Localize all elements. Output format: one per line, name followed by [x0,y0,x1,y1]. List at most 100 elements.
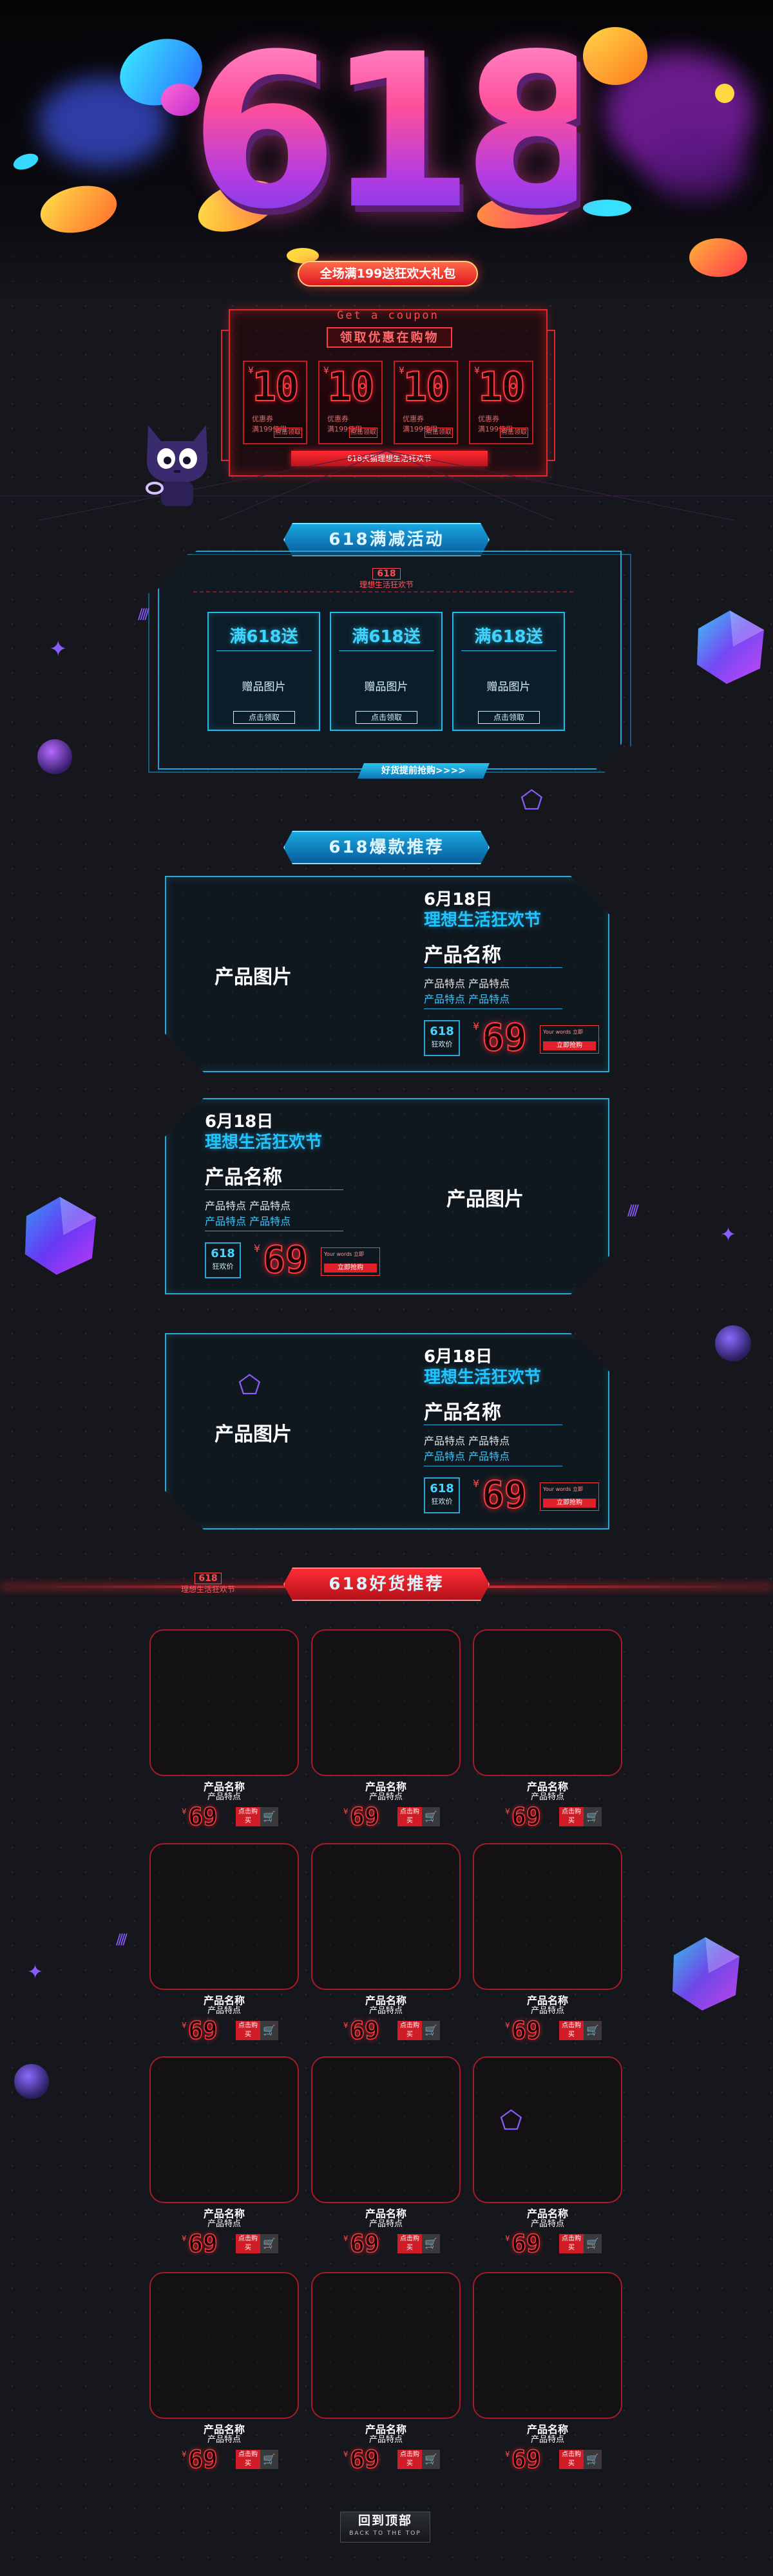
goods-feature: 产品特点 [530,2435,564,2445]
goods-buy-button[interactable]: 点击购买 [397,1807,422,1826]
goods-card-7[interactable] [149,2056,299,2203]
gem-purple-right-icon [673,1937,740,2011]
goods-feature: 产品特点 [207,1792,241,1802]
cart-icon[interactable]: 🛒 [584,1807,602,1826]
hero-promo-pill[interactable]: 全场满199送狂欢大礼包 [298,261,478,287]
goods-price: 69 [349,2229,379,2259]
goods-buy-button[interactable]: 点击购买 [236,2021,260,2040]
goods-buy-button[interactable]: 点击购买 [236,2450,260,2469]
buy-tag[interactable]: Your words 立即 立即抢购 [321,1247,380,1276]
goods-buy-button[interactable]: 点击购买 [236,2234,260,2253]
cart-icon[interactable]: 🛒 [422,2450,440,2469]
badge-label: 狂欢价 [212,1262,234,1271]
promo-divider [193,591,573,592]
goods-currency: ¥ [505,2021,510,2030]
goods-buy-button[interactable]: 点击购买 [559,2234,584,2253]
goods-card-6[interactable] [473,1843,622,1990]
cart-icon[interactable]: 🛒 [422,2021,440,2040]
buy-now-button[interactable]: 立即抢购 [324,1264,377,1273]
product-name: 产品名称 [424,944,501,967]
coupon-claim-button[interactable]: 点击领取 [425,428,453,438]
star-ornament-icon: ✦ [27,1961,44,1984]
goods-card-9[interactable] [473,2056,622,2203]
gift-claim-button[interactable]: 点击领取 [233,711,295,724]
hot-product-2[interactable]: 6月18日 理想生活狂欢节 产品名称 产品特点 产品特点 产品特点 产品特点 6… [165,1098,609,1294]
cart-icon[interactable]: 🛒 [584,2450,602,2469]
goods-price: 69 [349,1802,379,1832]
cart-icon[interactable]: 🛒 [584,2021,602,2040]
product-feature: 产品特点 产品特点 [205,1215,291,1227]
coupon-currency: ¥ [399,366,405,376]
goods-price: 69 [511,2016,541,2045]
gift-card-1[interactable]: 满618送 赠品图片 点击领取 [207,612,320,731]
goods-buy-button[interactable]: 点击购买 [559,2021,584,2040]
pentagon-ornament-icon: ⬠ [238,1370,261,1400]
coupon-claim-button[interactable]: 点击领取 [500,428,528,438]
goods-buy-button[interactable]: 点击购买 [236,1807,260,1826]
gift-card-image: 赠品图片 [242,681,286,694]
gift-claim-button[interactable]: 点击领取 [356,711,417,724]
buy-tag[interactable]: Your words 立即 立即抢购 [540,1482,599,1511]
cart-icon[interactable]: 🛒 [260,2450,278,2469]
cart-icon[interactable]: 🛒 [260,1807,278,1826]
cart-icon[interactable]: 🛒 [422,2234,440,2253]
product-date: 6月18日 [424,1347,493,1367]
goods-buy-button[interactable]: 点击购买 [559,2450,584,2469]
product-image: 产品图片 [215,966,292,989]
coupon-claim-button[interactable]: 点击领取 [274,428,302,438]
coupon-3[interactable]: ¥ 10 优惠券 满199使用 点击领取 [394,361,458,444]
goods-card-2[interactable] [311,1629,461,1776]
goods-name: 产品名称 [365,2423,406,2436]
goods-buy-button[interactable]: 点击购买 [397,2021,422,2040]
buy-now-button[interactable]: 立即抢购 [543,1041,596,1050]
hot-product-1[interactable]: 产品图片 6月18日 理想生活狂欢节 产品名称 产品特点 产品特点 产品特点 产… [165,876,609,1072]
goods-mini-top: 618 [195,1573,222,1584]
cart-icon[interactable]: 🛒 [584,2234,602,2253]
buy-tag-text: Your words 立即 [324,1251,364,1257]
coupon-4[interactable]: ¥ 10 优惠券 满199使用 点击领取 [469,361,533,444]
goods-buy-button[interactable]: 点击购买 [397,2450,422,2469]
goods-card-4[interactable] [149,1843,299,1990]
hot-product-3[interactable]: 产品图片 6月18日 理想生活狂欢节 产品名称 产品特点 产品特点 产品特点 产… [165,1333,609,1530]
goods-price: 69 [187,2229,218,2259]
goods-card-5[interactable] [311,1843,461,1990]
goods-card-1[interactable] [149,1629,299,1776]
goods-feature: 产品特点 [207,2435,241,2445]
coupon-1[interactable]: ¥ 10 优惠券 满199使用 点击领取 [243,361,307,444]
coupon-currency: ¥ [323,366,329,376]
blob-cyan-right [583,200,631,216]
goods-card-3[interactable] [473,1629,622,1776]
goods-buy-button[interactable]: 点击购买 [397,2234,422,2253]
goods-buy-button[interactable]: 点击购买 [559,1807,584,1826]
coupon-title: 领取优惠在购物 [327,327,452,348]
coupon-cond: 优惠券 [327,415,348,423]
coupon-claim-button[interactable]: 点击领取 [349,428,377,438]
gift-card-title: 满618送 [352,627,421,647]
badge-label: 狂欢价 [431,1040,453,1048]
goods-price: 69 [187,1802,218,1832]
goods-feature: 产品特点 [368,2219,403,2229]
star-ornament-icon: ✦ [720,1224,737,1246]
buy-tag[interactable]: Your words 立即 立即抢购 [540,1025,599,1054]
coupon-panel: Get a coupon 领取优惠在购物 ¥ 10 优惠券 满199使用 点击领… [221,309,555,477]
promo-footer-link[interactable]: 好货提前抢购>>>> [358,763,490,779]
goods-card-8[interactable] [311,2056,461,2203]
orb-purple-icon [715,1325,751,1361]
coupon-2[interactable]: ¥ 10 优惠券 满199使用 点击领取 [318,361,383,444]
hot-section-header: 618爆款推荐 [283,831,490,864]
back-to-top-button[interactable]: 回到顶部 BACK TO THE TOP [340,2512,430,2543]
paint-splash-right-2 [644,129,747,200]
buy-now-button[interactable]: 立即抢购 [543,1499,596,1508]
coupon-cond: 优惠券 [252,415,273,423]
goods-card-11[interactable] [311,2272,461,2419]
goods-card-12[interactable] [473,2272,622,2419]
goods-card-10[interactable] [149,2272,299,2419]
gift-claim-button[interactable]: 点击领取 [478,711,540,724]
goods-currency: ¥ [182,2234,187,2243]
cart-icon[interactable]: 🛒 [422,1807,440,1826]
cart-icon[interactable]: 🛒 [260,2021,278,2040]
cart-icon[interactable]: 🛒 [260,2234,278,2253]
gift-card-3[interactable]: 满618送 赠品图片 点击领取 [452,612,565,731]
gift-card-2[interactable]: 满618送 赠品图片 点击领取 [330,612,443,731]
